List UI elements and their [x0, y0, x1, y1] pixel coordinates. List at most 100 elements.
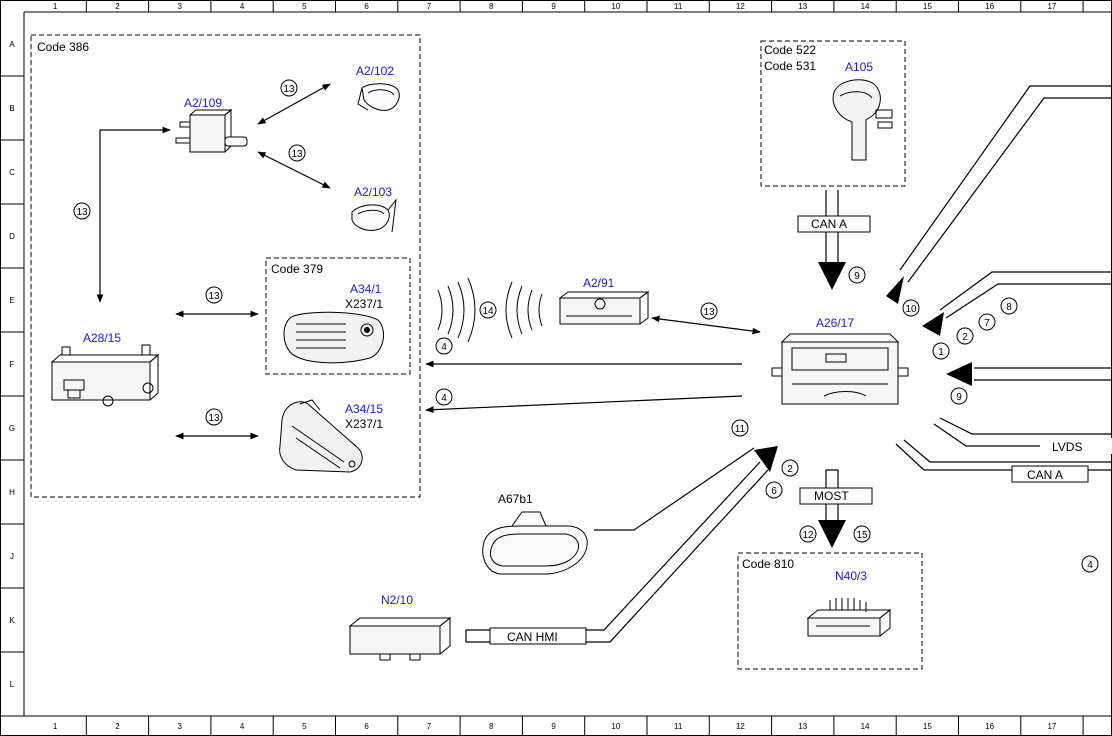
ruler-col-label: 12 [736, 722, 745, 731]
ruler-row-label: K [9, 616, 15, 625]
code-810-box [737, 552, 923, 670]
a26-17-head-unit-icon [771, 333, 909, 405]
lvds-label: LVDS [1052, 440, 1082, 454]
ruler-col-label: 10 [611, 722, 620, 731]
ruler-col-label: 14 [861, 2, 870, 11]
ruler-row-label: D [9, 232, 15, 241]
ruler-col-label: 17 [1047, 722, 1056, 731]
n2-10-module-icon [348, 616, 452, 661]
ruler-col-label: 2 [115, 722, 120, 731]
can-a-top-bus: CAN A [797, 190, 871, 290]
callout-4-a: 4 [441, 342, 447, 353]
a67b1-rearview-mirror-icon [482, 511, 588, 575]
callout-8: 8 [1006, 302, 1012, 313]
code-810-label: Code 810 [742, 557, 794, 571]
a28-15-module-icon [50, 344, 160, 407]
ruler-col-label: 8 [489, 2, 494, 11]
label-n40-3: N40/3 [835, 569, 867, 583]
ruler-col-label: 13 [798, 2, 807, 11]
callout-14: 14 [482, 306, 494, 317]
a2-102-mirror-icon [357, 83, 400, 111]
callout-4-c: 4 [1087, 560, 1093, 571]
ruler-col-label: 16 [985, 2, 994, 11]
ruler-col-label: 7 [427, 2, 432, 11]
ruler-col-label: 9 [551, 722, 556, 731]
label-a2-91: A2/91 [583, 276, 615, 290]
a2-109-device-icon [175, 108, 248, 153]
callout-13-b: 13 [291, 149, 303, 160]
ruler-col-label: 1 [53, 2, 58, 11]
callout-13-c: 13 [76, 207, 88, 218]
a34-15-key-icon [279, 399, 363, 473]
ruler-col-label: 9 [551, 2, 556, 11]
label-a67b1: A67b1 [498, 492, 533, 506]
arrowhead-9-right [946, 362, 972, 386]
callout-4-b: 4 [441, 393, 447, 404]
a34-1-key-icon [283, 311, 385, 364]
label-x237-1-b: X237/1 [345, 417, 383, 431]
a2-103-mirror-icon [351, 198, 397, 233]
ruler-col-label: 6 [364, 722, 369, 731]
right-buses [895, 85, 1112, 471]
callout-13-d: 13 [208, 291, 220, 302]
label-a2-103: A2/103 [354, 185, 392, 199]
ruler-col-label: 4 [240, 722, 245, 731]
label-a28-15: A28/15 [83, 331, 121, 345]
callout-7: 7 [984, 318, 990, 329]
ruler-col-label: 11 [674, 2, 683, 11]
can-hmi-bus: CAN HMI [465, 446, 778, 645]
callout-6: 6 [771, 486, 777, 497]
callout-2-a: 2 [962, 332, 968, 343]
label-a2-109: A2/109 [184, 96, 222, 110]
label-x237-1-a: X237/1 [345, 297, 383, 311]
callout-15: 15 [856, 530, 868, 541]
connection-lines [96, 83, 761, 531]
can-a-top-label: CAN A [811, 217, 847, 231]
callout-13-f: 13 [703, 307, 715, 318]
a105-shifter-icon [832, 79, 893, 161]
ruler-row-label: H [9, 488, 15, 497]
ruler-col-label: 7 [427, 722, 432, 731]
ruler-col-label: 4 [240, 2, 245, 11]
ruler-col-label: 1 [53, 722, 58, 731]
can-a-right-label: CAN A [1027, 468, 1063, 482]
ruler-col-label: 10 [611, 2, 620, 11]
code-379-label: Code 379 [271, 262, 323, 276]
ruler-col-label: 16 [985, 722, 994, 731]
code-386-label: Code 386 [37, 40, 89, 54]
label-n2-10: N2/10 [381, 593, 413, 607]
ruler-row-label: B [9, 104, 14, 113]
callouts [73, 79, 1099, 573]
code-531-label: Code 531 [764, 59, 816, 73]
code-379-box [265, 257, 411, 375]
code-522-label: Code 522 [764, 43, 816, 57]
ruler-col-label: 12 [736, 2, 745, 11]
ruler-col-label: 6 [364, 2, 369, 11]
ruler-col-label: 13 [798, 722, 807, 731]
label-a34-1: A34/1 [350, 282, 382, 296]
ruler-col-label: 11 [674, 722, 683, 731]
callout-12: 12 [802, 530, 814, 541]
ruler-col-label: 3 [178, 722, 183, 731]
ruler-col-label: 8 [489, 722, 494, 731]
callout-10: 10 [905, 304, 917, 315]
arrowhead-1 [922, 312, 944, 336]
most-bus: MOST [799, 469, 873, 548]
code-522-box [760, 40, 906, 187]
ruler-row-label: F [10, 360, 15, 369]
ruler-row-label: J [10, 552, 14, 561]
lvds-box [1040, 438, 1112, 454]
ruler-col-label: 3 [178, 2, 183, 11]
a2-91-module-icon [558, 291, 650, 325]
code-386-box [30, 34, 421, 498]
callout-9-a: 9 [854, 271, 860, 282]
n40-3-amplifier-icon [806, 598, 892, 637]
callout-9-b: 9 [956, 392, 962, 403]
callout-1: 1 [938, 347, 944, 358]
callout-13-e: 13 [208, 413, 220, 424]
ruler-col-label: 5 [302, 2, 307, 11]
label-a2-102: A2/102 [356, 64, 394, 78]
ruler-col-label: 14 [861, 722, 870, 731]
